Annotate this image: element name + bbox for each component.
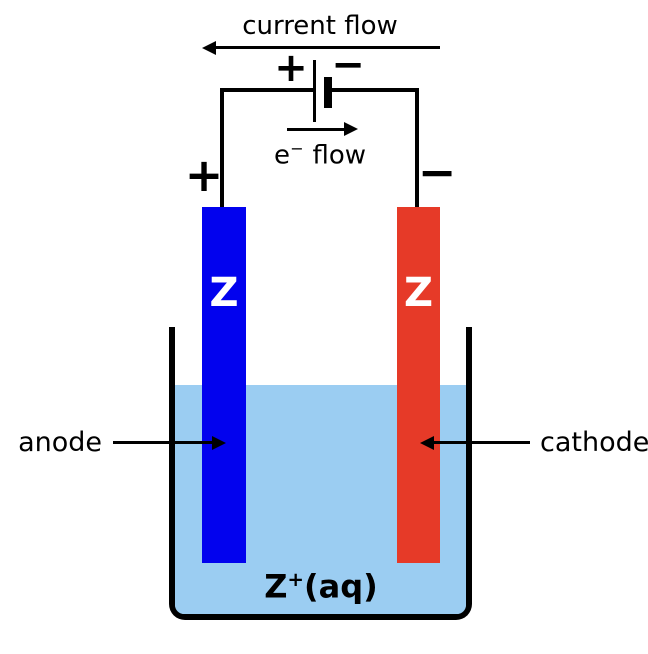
- battery-negative-plate-icon: [324, 77, 332, 108]
- solution-formula-state: (aq): [304, 567, 378, 606]
- anode-pointer-line: [113, 441, 213, 444]
- cathode-electrode: Z: [397, 207, 440, 563]
- current-flow-label: current flow: [242, 11, 398, 41]
- wire-anode: [220, 88, 224, 209]
- battery-positive-plate-icon: [313, 60, 316, 122]
- anode-terminal-sign: +: [184, 148, 224, 202]
- solution-formula: Z+(aq): [221, 570, 421, 603]
- cathode-pointer-line: [433, 441, 530, 444]
- current-flow-arrowhead-icon: [202, 41, 216, 55]
- anode-annotation: anode: [18, 427, 102, 458]
- cathode-pointer-arrowhead-icon: [420, 436, 434, 450]
- wire-top-left: [220, 88, 315, 92]
- electron-symbol: e: [273, 140, 290, 171]
- electron-flow-arrow-line: [287, 128, 345, 131]
- battery-negative-sign: −: [331, 42, 365, 88]
- cathode-electrode-label: Z: [403, 270, 433, 316]
- battery-positive-sign: +: [274, 45, 308, 91]
- electron-flow-arrowhead-icon: [344, 122, 358, 136]
- solution-formula-charge: +: [287, 568, 305, 591]
- wire-top-right: [329, 88, 419, 92]
- electron-charge-superscript: −: [289, 139, 304, 158]
- cathode-terminal-sign: −: [417, 145, 457, 199]
- electron-flow-word: flow: [312, 140, 367, 171]
- cathode-annotation: cathode: [540, 427, 648, 458]
- solution-formula-base: Z: [264, 567, 288, 606]
- anode-electrode: Z: [202, 207, 246, 563]
- wire-cathode: [415, 88, 419, 209]
- electron-flow-label: e−flow: [220, 139, 420, 171]
- anode-electrode-label: Z: [209, 270, 239, 316]
- current-flow-arrow-line: [214, 46, 440, 49]
- anode-pointer-arrowhead-icon: [212, 436, 226, 450]
